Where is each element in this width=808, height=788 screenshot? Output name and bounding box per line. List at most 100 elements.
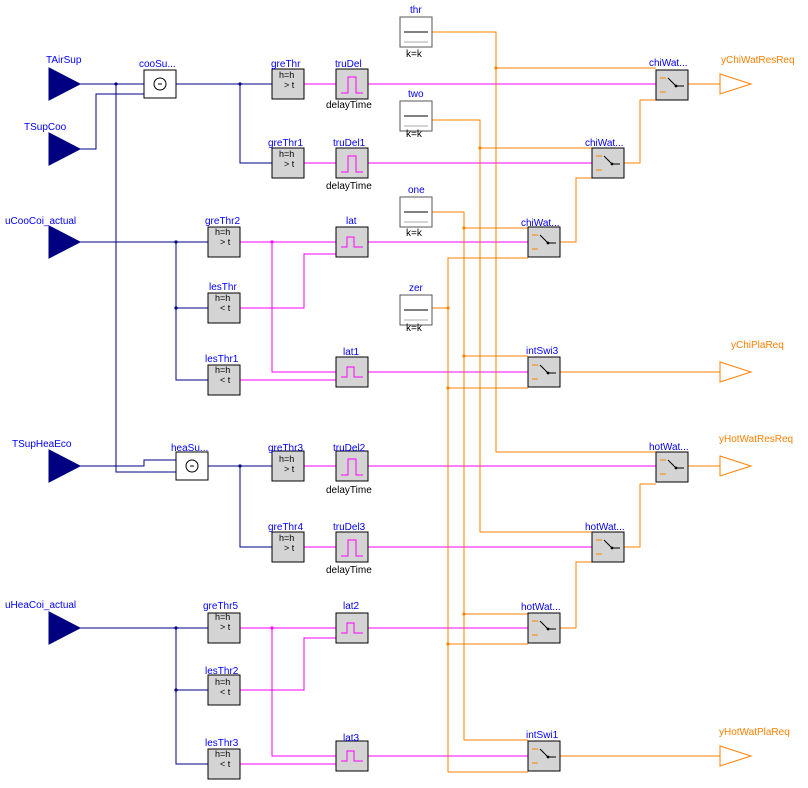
junction-dot <box>462 612 466 616</box>
wire-zer-intSwi3 <box>447 308 528 389</box>
switch-label-intSwi1: intSwi1 <box>526 730 559 741</box>
constant-param-zer: k=k <box>406 323 423 334</box>
comparator-op-greThr2: > t <box>220 237 231 247</box>
comparator-op-lesThr: < t <box>220 303 231 313</box>
switch-pivot-hotWatB <box>610 546 614 550</box>
labels-layer: TAirSup TSupCoo uCooCoi_actual TSupHeaEc… <box>5 5 795 769</box>
delay-pulse-icon-truDel3 <box>341 539 363 557</box>
switch-block-hotWatA <box>655 451 689 483</box>
delay-pulse-icon-truDel <box>341 76 363 94</box>
switch-block-hotWatC <box>527 612 561 644</box>
comparator-op-lesThr1: < t <box>220 375 231 385</box>
comparator-label-greThr: greThr <box>271 59 301 70</box>
junction-dot <box>270 240 274 244</box>
switch-block-chiWatA <box>655 69 689 101</box>
junction-dot <box>494 66 498 70</box>
latch-block-lat3 <box>335 740 369 772</box>
junction-dot <box>446 386 450 390</box>
input-label-TAirSup: TAirSup <box>46 55 82 66</box>
comparator-label-greThr3: greThr3 <box>268 443 303 454</box>
blocks-layer <box>48 16 753 780</box>
junction-dot <box>174 306 178 310</box>
junction-dot <box>478 146 482 150</box>
wire-one-chiWatC <box>432 211 528 229</box>
switch-pivot-chiWatC <box>546 241 550 245</box>
wire-thr-hotWatA <box>432 31 656 453</box>
wire-one-intSwi1 <box>463 614 528 741</box>
switch-block-chiWatC <box>527 226 561 258</box>
output-connector-yChiPlaReq <box>719 361 753 383</box>
output-label-yChiWatResReq: yChiWatResReq <box>721 55 795 66</box>
switch-pivot-chiWatB <box>610 162 614 166</box>
latch-label-lat: lat <box>346 216 357 227</box>
output-label-yChiPlaReq: yChiPlaReq <box>731 340 784 351</box>
junction-dot <box>174 240 178 244</box>
comparator-label-greThr1: greThr1 <box>268 138 303 149</box>
wire-cooSum-branch <box>239 84 272 164</box>
wire-heaSum-branch <box>239 466 272 548</box>
latch-label-lat1: lat1 <box>343 347 360 358</box>
latch-icon-lat1 <box>341 366 363 378</box>
switch-pivot-intSwi3 <box>546 371 550 375</box>
junction-dot <box>446 642 450 646</box>
comparator-block-lesThr1 <box>207 364 241 396</box>
output-connector-yChiWatResReq <box>719 73 753 95</box>
comparator-param-greThr1: h=h <box>279 149 294 159</box>
comparator-label-greThr4: greThr4 <box>268 522 303 533</box>
comparator-param-lesThr3: h=h <box>215 749 230 759</box>
latch-icon-lat <box>341 236 363 248</box>
latch-icon-lat3 <box>341 750 363 762</box>
switch-pivot-hotWatA <box>674 466 678 470</box>
constant-label-one: one <box>408 185 425 196</box>
wire-lesThr-lat <box>240 253 336 309</box>
comparator-param-greThr: h=h <box>279 70 294 80</box>
junction-dot <box>462 226 466 230</box>
junction-dot <box>174 688 178 692</box>
wire-zer-chiWatC <box>432 257 528 309</box>
comparator-op-greThr1: > t <box>284 159 295 169</box>
comparator-label-lesThr2: lesThr2 <box>205 666 239 677</box>
comparator-block-lesThr2 <box>207 674 241 706</box>
comparator-op-lesThr2: < t <box>220 687 231 697</box>
comparator-block-greThr4 <box>271 531 305 563</box>
switch-label-hotWat-b: hotWat... <box>585 522 625 533</box>
comparator-op-lesThr3: < t <box>220 759 231 769</box>
adder-label-cooSum: cooSu... <box>139 59 176 70</box>
wires-layer <box>80 31 720 773</box>
delay-block-truDel1 <box>335 147 369 179</box>
constant-param-thr: k=k <box>406 49 423 60</box>
constant-param-one: k=k <box>406 228 423 239</box>
junction-dot <box>270 626 274 630</box>
delay-label-truDel: truDel <box>335 59 362 70</box>
delay-pulse-icon-truDel2 <box>341 458 363 476</box>
latch-icon-lat2 <box>341 622 363 634</box>
junction-dot <box>238 464 242 468</box>
comparator-block-greThr5 <box>207 612 241 644</box>
switch-label-hotWat-c: hotWat... <box>521 602 561 613</box>
wire-greThr2-lat1 <box>271 242 336 373</box>
output-label-yHotWatResReq: yHotWatResReq <box>719 434 793 445</box>
wire-zer-hotWatC <box>447 388 528 645</box>
input-connector-TAirSup <box>48 67 82 101</box>
comparator-op-greThr3: > t <box>284 464 295 474</box>
comparator-param-greThr2: h=h <box>215 227 230 237</box>
latch-label-lat3: lat3 <box>343 733 360 744</box>
input-connector-uHeaCoi_actual <box>48 611 82 645</box>
comparator-block-greThr <box>271 68 305 100</box>
input-label-TSupHeaEco: TSupHeaEco <box>12 439 72 450</box>
wire-uHeaCoi-branch2 <box>175 690 208 765</box>
junction-dot <box>174 626 178 630</box>
input-connector-TSupCoo <box>48 132 82 166</box>
wire-lesThr2-lat2 <box>240 637 336 691</box>
switch-pivot-hotWatC <box>546 627 550 631</box>
adder-label-heaSum: heaSu... <box>171 443 208 454</box>
latch-label-lat2: lat2 <box>343 601 360 612</box>
output-connector-yHotWatResReq <box>719 455 753 477</box>
junction-dot <box>238 82 242 86</box>
constant-param-two: k=k <box>406 129 423 140</box>
comparator-param-greThr4: h=h <box>279 533 294 543</box>
comparator-block-lesThr3 <box>207 748 241 780</box>
comparator-block-greThr2 <box>207 226 241 258</box>
comparator-block-greThr3 <box>271 450 305 482</box>
